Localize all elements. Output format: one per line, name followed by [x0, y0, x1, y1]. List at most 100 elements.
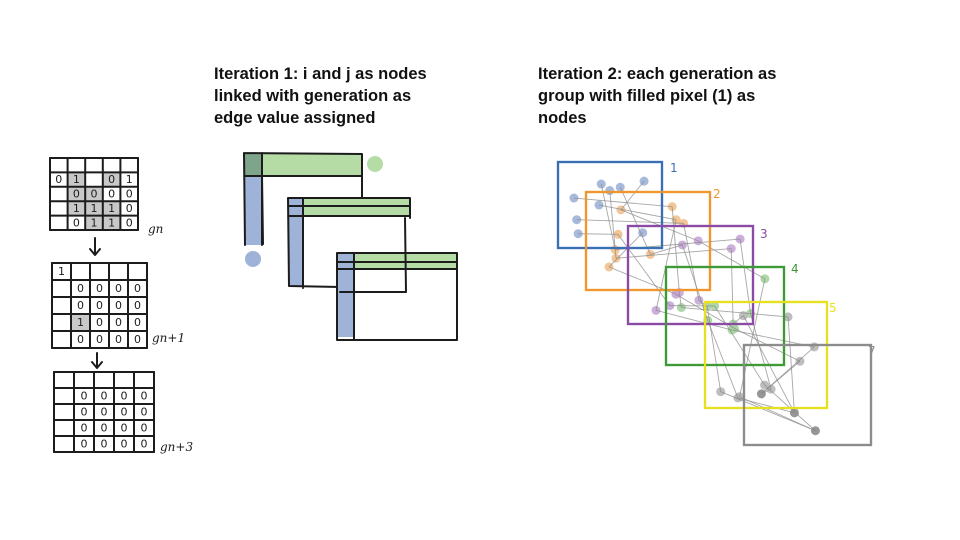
cell-value: 0: [96, 282, 103, 295]
cell-value: 0: [121, 406, 128, 419]
edge: [650, 244, 683, 255]
grid-label: gn: [148, 222, 163, 236]
cell-value: 0: [121, 422, 128, 435]
edge: [720, 391, 816, 432]
edge: [678, 292, 682, 308]
cell-value: 0: [126, 216, 133, 229]
cell-value: 0: [96, 333, 103, 346]
cell-value: 0: [81, 406, 88, 419]
edge: [737, 397, 795, 414]
iteration-1-diagram: [243, 152, 458, 341]
shaded-cell: [85, 186, 103, 202]
edge: [573, 197, 673, 208]
cell-value: 1: [91, 202, 98, 215]
edge: [617, 234, 671, 306]
cell-value: 1: [73, 202, 80, 215]
edge: [761, 346, 815, 395]
generation-number: 5: [829, 301, 837, 315]
iteration-1-line-2: linked with generation as: [214, 87, 412, 105]
generation-number: 3: [760, 227, 768, 241]
grid-label: gn+1: [152, 331, 185, 345]
edge: [732, 315, 744, 325]
cell-value: 0: [101, 390, 108, 403]
iteration-2-line-3: nodes: [538, 109, 587, 127]
edge: [619, 187, 651, 255]
cell-value: 0: [126, 188, 133, 201]
edge: [576, 219, 684, 224]
iteration-2-line-1: Iteration 2: each generation as: [538, 65, 777, 83]
edge: [707, 320, 739, 399]
edge: [681, 307, 789, 318]
edge: [620, 180, 645, 211]
cell-value: 0: [101, 406, 108, 419]
cell-value: 0: [73, 216, 80, 229]
cell-value: 0: [115, 333, 122, 346]
cell-value: 0: [96, 316, 103, 329]
edge: [655, 309, 733, 331]
generation-number: 4: [791, 262, 799, 276]
cell-value: 0: [141, 422, 148, 435]
shaded-cell: [85, 201, 103, 216]
iteration-2-line-2: group with filled pixel (1) as: [538, 87, 756, 105]
cell-value: 0: [121, 390, 128, 403]
edge: [750, 313, 772, 390]
edge: [598, 204, 677, 221]
edge: [615, 248, 732, 259]
edge: [730, 248, 734, 324]
cell-value: 1: [58, 265, 65, 278]
cell-value: 0: [134, 299, 141, 312]
cell-value: 0: [108, 188, 115, 201]
edge: [600, 183, 616, 250]
matrix-frame-2: [287, 175, 411, 289]
edge: [761, 388, 772, 395]
row-highlight-1: [244, 153, 362, 176]
iteration-2-heading: Iteration 2: each generation as group wi…: [538, 63, 776, 129]
node-edges: [573, 180, 816, 432]
arrow-gn-to-gn1: [89, 237, 101, 256]
generation-box: [626, 224, 755, 326]
cell-value: 0: [115, 282, 122, 295]
cell-value: 0: [77, 299, 84, 312]
shaded-cell: [71, 314, 90, 331]
cell-value: 0: [134, 282, 141, 295]
iteration-1-line-3: edge value assigned: [214, 109, 376, 127]
edge: [671, 206, 680, 293]
edge: [578, 233, 619, 235]
edge: [681, 244, 709, 321]
cell-value: 0: [101, 422, 108, 435]
edge: [683, 223, 700, 301]
column-highlight-3: [337, 253, 354, 337]
cell-value: 1: [108, 202, 115, 215]
generation-box-outline: [703, 300, 829, 410]
edge: [608, 232, 644, 268]
cell-value: 0: [77, 282, 84, 295]
cell-value: 1: [108, 216, 115, 229]
cell-value: 1: [126, 173, 133, 186]
cell-value: 0: [91, 188, 98, 201]
generation-box-outline: [742, 343, 873, 447]
matrix-frame-3: [336, 217, 458, 341]
matrix-frame-1: [243, 152, 363, 246]
cell-value: 1: [77, 316, 84, 329]
shaded-cell: [102, 215, 121, 230]
generation-box-outline: [626, 224, 755, 326]
shaded-cell: [102, 201, 121, 216]
cell-value: 1: [91, 216, 98, 229]
cell-value: 0: [134, 333, 141, 346]
generation-layer-5: 5: [703, 300, 837, 410]
generation-number: 2: [713, 187, 721, 201]
edge: [655, 219, 677, 311]
shaded-cell: [67, 201, 86, 216]
generation-box-outline: [556, 160, 664, 250]
cell-value: 0: [81, 438, 88, 451]
pixel-node: [645, 249, 655, 259]
blue-node: [245, 251, 261, 267]
cell-value: 0: [121, 438, 128, 451]
cell-value: 0: [134, 316, 141, 329]
arrow-gn1-to-gn3: [91, 352, 103, 369]
